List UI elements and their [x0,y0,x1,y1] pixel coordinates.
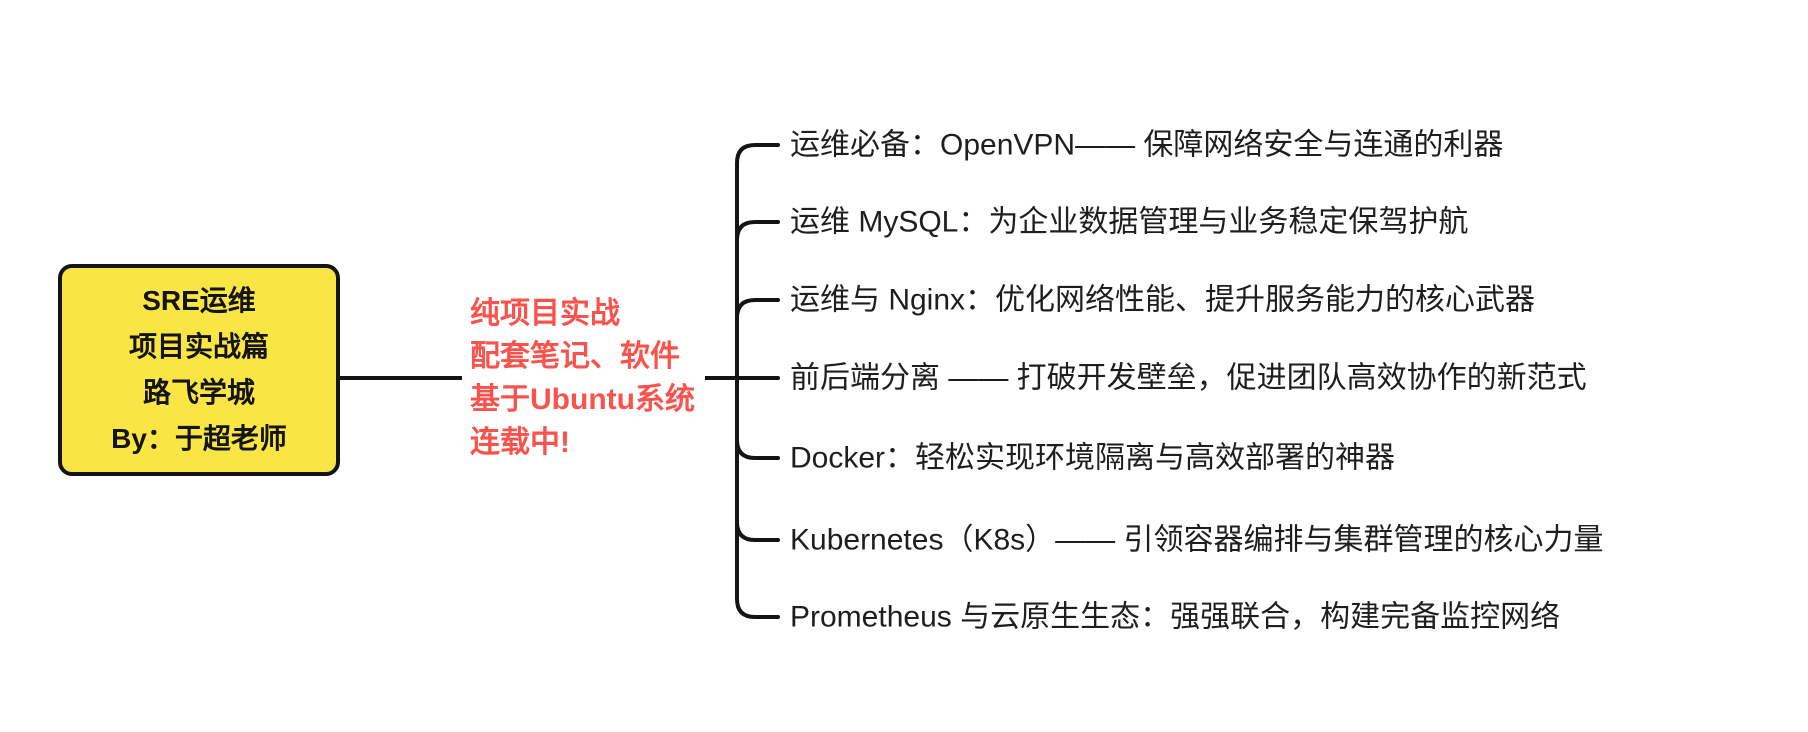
note-line-2: 配套笔记、软件 [470,340,680,373]
note-line-4: 连载中! [470,426,570,459]
connector-elbow-branch-6 [735,520,780,542]
connector-elbow-branch-5 [735,438,780,460]
branch-topic-prometheus[interactable]: Prometheus 与云原生生态：强强联合，构建完备监控网络 [790,600,1561,634]
root-title-line-3: 路飞学城 [142,377,255,408]
note-line-3: 基于Ubuntu系统 [470,383,695,416]
connector-spine-bracket [735,143,780,619]
branch-topic-mysql[interactable]: 运维 MySQL：为企业数据管理与业务稳定保驾护航 [790,205,1469,239]
branch-topic-nginx[interactable]: 运维与 Nginx：优化网络性能、提升服务能力的核心武器 [790,283,1536,317]
branch-topic-kubernetes[interactable]: Kubernetes（K8s）—— 引领容器编排与集群管理的核心力量 [790,523,1604,557]
floating-note[interactable]: 纯项目实战 配套笔记、软件 基于Ubuntu系统 连载中! [462,290,705,466]
root-title-line-2: 项目实战篇 [128,331,269,362]
connector-elbow-branch-3 [735,298,780,320]
branch-topic-docker[interactable]: Docker：轻松实现环境隔离与高效部署的神器 [790,441,1396,475]
branch-topic-frontend-backend[interactable]: 前后端分离 —— 打破开发壁垒，促进团队高效协作的新范式 [790,361,1587,395]
root-node[interactable]: SRE运维 项目实战篇 路飞学城 By：于超老师 [58,264,340,476]
root-title-line-4: By：于超老师 [111,423,287,454]
connector-elbow-branch-2 [735,220,780,242]
branch-topic-openvpn[interactable]: 运维必备：OpenVPN—— 保障网络安全与连通的利器 [790,128,1504,162]
note-line-1: 纯项目实战 [470,297,620,330]
root-title-line-1: SRE运维 [142,285,256,316]
